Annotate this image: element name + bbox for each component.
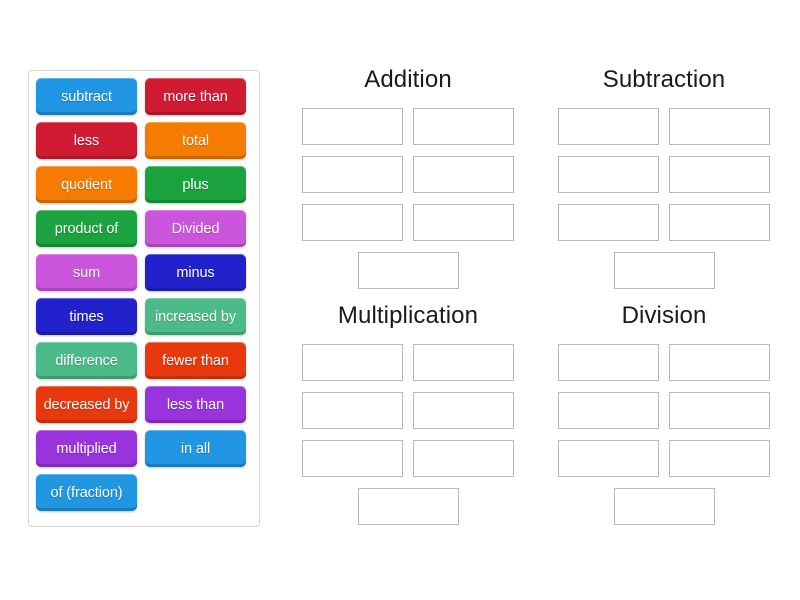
- drop-slot[interactable]: [302, 156, 403, 193]
- drop-slot[interactable]: [669, 108, 770, 145]
- drop-slot-row: [297, 156, 519, 193]
- word-tile[interactable]: subtract: [36, 78, 137, 115]
- category-title: Multiplication: [337, 302, 479, 329]
- word-tile[interactable]: total: [145, 122, 246, 159]
- word-tile[interactable]: increased by: [145, 298, 246, 335]
- drop-slot[interactable]: [613, 488, 715, 525]
- drop-slot[interactable]: [302, 204, 403, 241]
- drop-slot-row: [553, 108, 775, 145]
- drop-slot[interactable]: [302, 392, 403, 429]
- drop-slot[interactable]: [302, 344, 403, 381]
- word-tile[interactable]: times: [36, 298, 137, 335]
- drop-slot-row: [353, 252, 464, 289]
- drop-slot[interactable]: [669, 204, 770, 241]
- word-tile[interactable]: Divided: [145, 210, 246, 247]
- drop-slot-group: [297, 344, 519, 536]
- drop-slot[interactable]: [669, 156, 770, 193]
- drop-slot-row: [297, 204, 519, 241]
- drop-slot[interactable]: [413, 156, 514, 193]
- drop-slot[interactable]: [357, 488, 459, 525]
- word-tile[interactable]: multiplied: [36, 430, 137, 467]
- drop-slot[interactable]: [413, 392, 514, 429]
- drop-slot[interactable]: [413, 108, 514, 145]
- category-title: Division: [621, 302, 707, 329]
- drop-slot-row: [609, 252, 720, 289]
- word-tile[interactable]: decreased by: [36, 386, 137, 423]
- drop-slot-row: [353, 488, 464, 525]
- drop-slot-row: [553, 440, 775, 477]
- category-addition: Addition: [280, 64, 536, 300]
- drop-slot-row: [297, 344, 519, 381]
- drop-slot-group: [297, 108, 519, 300]
- drop-slot[interactable]: [413, 344, 514, 381]
- drop-slot[interactable]: [558, 108, 659, 145]
- word-tile[interactable]: difference: [36, 342, 137, 379]
- drop-slot-row: [609, 488, 720, 525]
- drop-slot[interactable]: [357, 252, 459, 289]
- word-tile[interactable]: in all: [145, 430, 246, 467]
- drop-slot[interactable]: [669, 392, 770, 429]
- word-tile[interactable]: of (fraction): [36, 474, 137, 511]
- drop-slot[interactable]: [669, 344, 770, 381]
- drop-slot-row: [553, 392, 775, 429]
- drop-slot-group: [553, 344, 775, 536]
- category-title: Subtraction: [602, 66, 726, 93]
- drop-slot[interactable]: [302, 440, 403, 477]
- word-tile[interactable]: minus: [145, 254, 246, 291]
- category-title: Addition: [364, 66, 452, 93]
- word-tile[interactable]: less: [36, 122, 137, 159]
- drop-slot[interactable]: [558, 156, 659, 193]
- drop-slot-row: [297, 440, 519, 477]
- drop-slot[interactable]: [558, 440, 659, 477]
- category-division: Division: [536, 300, 792, 536]
- drop-slot[interactable]: [302, 108, 403, 145]
- drop-slot[interactable]: [558, 204, 659, 241]
- drop-slot-row: [297, 392, 519, 429]
- word-tile[interactable]: sum: [36, 254, 137, 291]
- drop-slot[interactable]: [669, 440, 770, 477]
- drop-slot[interactable]: [413, 204, 514, 241]
- drop-slot-row: [297, 108, 519, 145]
- word-tile[interactable]: less than: [145, 386, 246, 423]
- drop-slot-row: [553, 344, 775, 381]
- drop-slot[interactable]: [558, 344, 659, 381]
- drop-slot-row: [553, 204, 775, 241]
- word-tile[interactable]: fewer than: [145, 342, 246, 379]
- drop-slot[interactable]: [413, 440, 514, 477]
- drop-slot[interactable]: [613, 252, 715, 289]
- drop-slot-group: [553, 108, 775, 300]
- drop-slot[interactable]: [558, 392, 659, 429]
- category-multiplication: Multiplication: [280, 300, 536, 536]
- drop-slot-row: [553, 156, 775, 193]
- category-subtraction: Subtraction: [536, 64, 792, 300]
- word-tile[interactable]: plus: [145, 166, 246, 203]
- word-tile[interactable]: product of: [36, 210, 137, 247]
- word-tile[interactable]: quotient: [36, 166, 137, 203]
- word-tile[interactable]: more than: [145, 78, 246, 115]
